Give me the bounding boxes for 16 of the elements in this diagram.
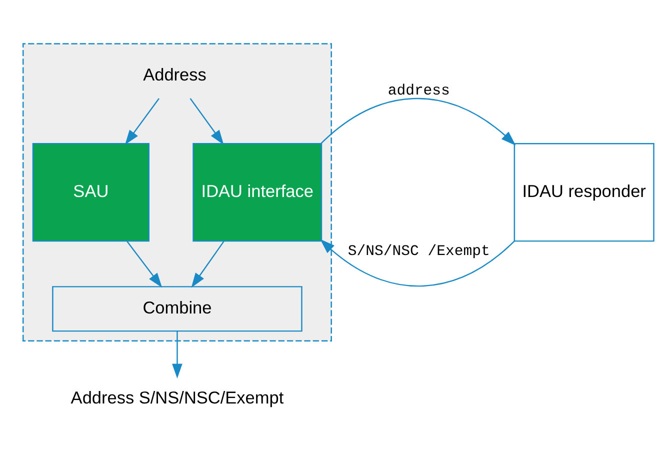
edge-label: address	[388, 83, 450, 100]
arrow	[126, 240, 162, 288]
cluster	[22, 43, 332, 342]
arrow	[172, 331, 182, 379]
node-text: Address	[143, 64, 206, 84]
arrow	[320, 98, 516, 146]
node-text: Address S/NS/NSC/Exempt	[70, 387, 284, 408]
edge-label: S/NS/NSC /Exempt	[348, 244, 490, 260]
arrow	[124, 98, 160, 145]
arrow	[190, 98, 224, 145]
node-box: IDAU responder	[514, 143, 654, 242]
node-box: Combine	[52, 286, 302, 332]
node-box: IDAU interface	[192, 143, 322, 242]
arrow	[191, 240, 224, 288]
node-box: SAU	[32, 143, 150, 242]
arrow	[320, 239, 516, 287]
